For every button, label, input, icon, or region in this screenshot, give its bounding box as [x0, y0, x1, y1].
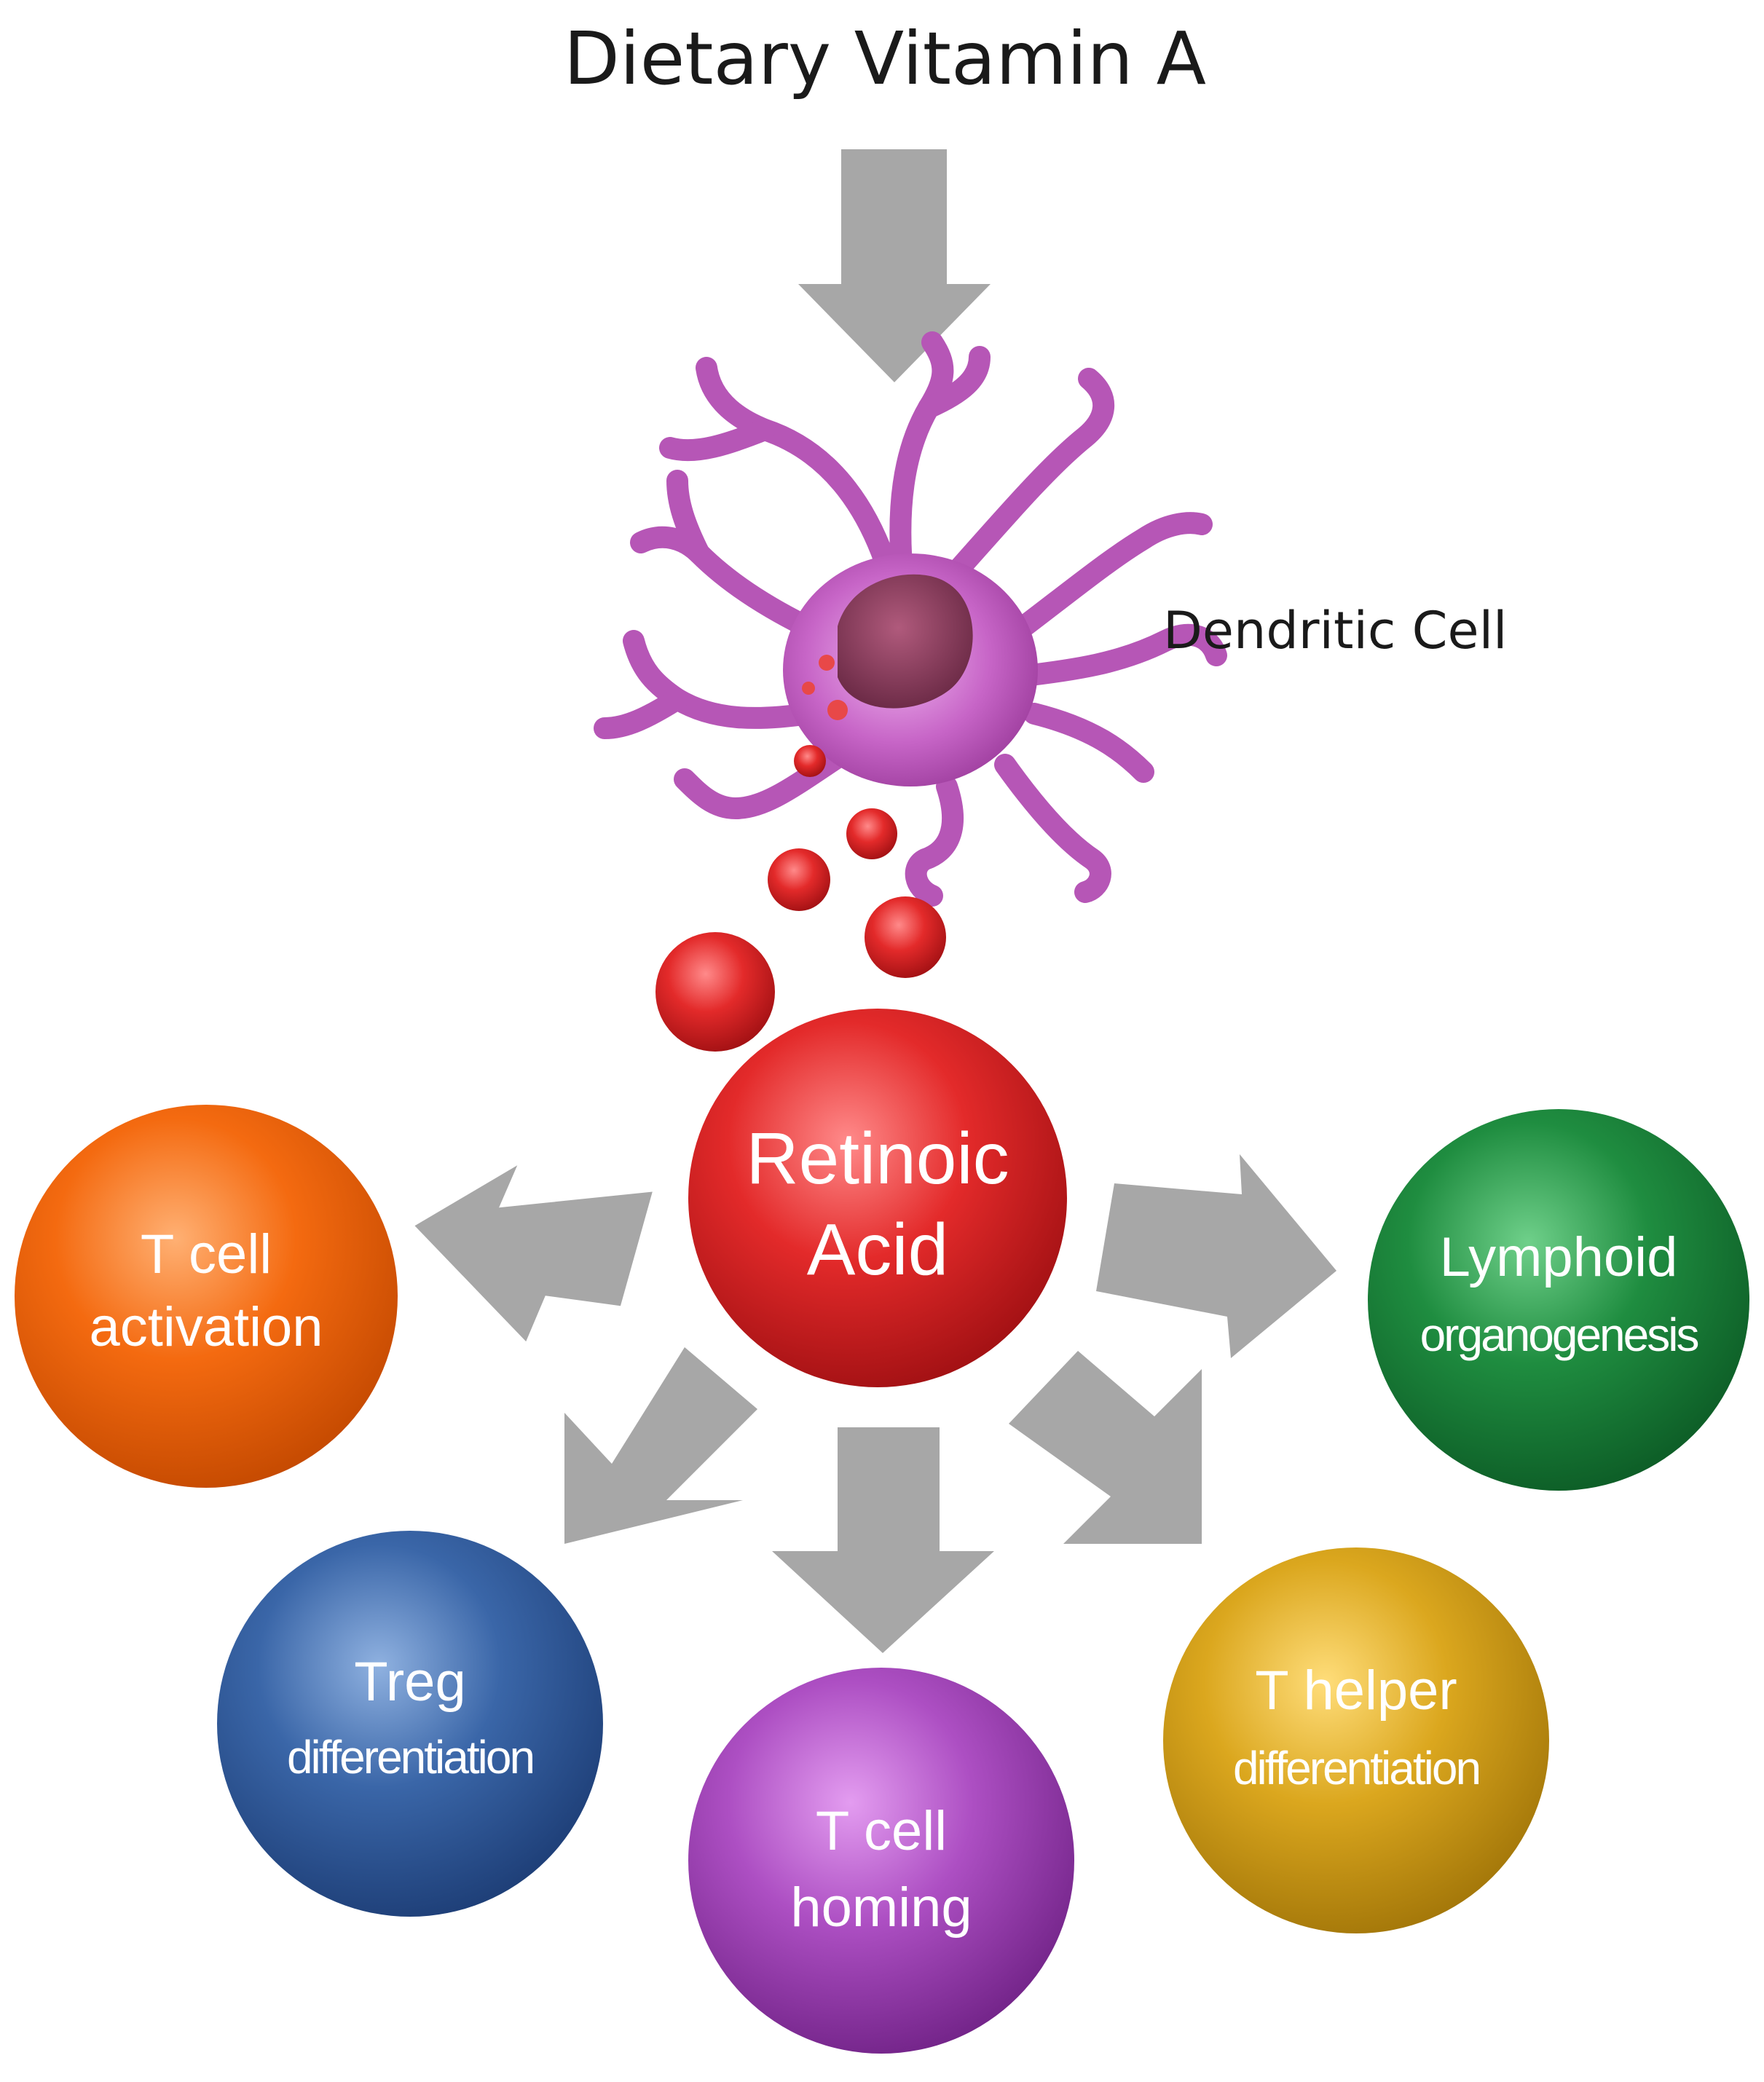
lymphoid-organogenesis-line2: organogenesis: [1420, 1309, 1698, 1361]
t-cell-homing-line1: T cell: [816, 1800, 947, 1862]
arrow-to-lymphoid-organogenesis: [1096, 1154, 1336, 1358]
retinoic-acid-line2: Acid: [807, 1209, 949, 1290]
t-helper-differentiation-node: T helper differentiation: [1163, 1547, 1549, 1933]
dendritic-cell-illustration: [594, 331, 1227, 907]
nucleus: [838, 574, 973, 709]
retinoic-acid-line1: Retinoic: [746, 1118, 1009, 1199]
t-cell-homing-line2: homing: [790, 1877, 972, 1939]
t-cell-activation-line2: activation: [89, 1296, 323, 1358]
lymphoid-organogenesis-node: Lymphoid organogenesis: [1368, 1109, 1749, 1491]
arrow-to-t-cell-homing: [772, 1427, 994, 1653]
lymphoid-organogenesis-line1: Lymphoid: [1440, 1226, 1678, 1288]
t-helper-differentiation-line1: T helper: [1255, 1660, 1457, 1722]
arrow-to-t-helper-differentiation: [1009, 1351, 1202, 1544]
treg-differentiation-node: Treg differentiation: [217, 1531, 603, 1917]
dendritic-cell-label: Dendritic Cell: [1163, 601, 1507, 661]
treg-differentiation-line2: differentiation: [287, 1731, 533, 1783]
t-helper-differentiation-line2: differentiation: [1233, 1742, 1479, 1794]
t-cell-activation-node: T cell activation: [15, 1105, 398, 1488]
arrow-to-treg-differentiation: [564, 1347, 757, 1544]
outcome-arrows: [414, 1154, 1336, 1653]
arrow-to-t-cell-activation: [414, 1165, 653, 1342]
treg-differentiation-line1: Treg: [354, 1651, 465, 1713]
t-cell-activation-line1: T cell: [141, 1223, 272, 1285]
retinoic-acid-node: Retinoic Acid: [688, 1009, 1067, 1387]
arrow-down-to-cell: [798, 149, 991, 382]
title: Dietary Vitamin A: [564, 16, 1206, 101]
retinoic-acid-droplets: [655, 745, 946, 1052]
t-cell-homing-node: T cell homing: [688, 1668, 1074, 2054]
